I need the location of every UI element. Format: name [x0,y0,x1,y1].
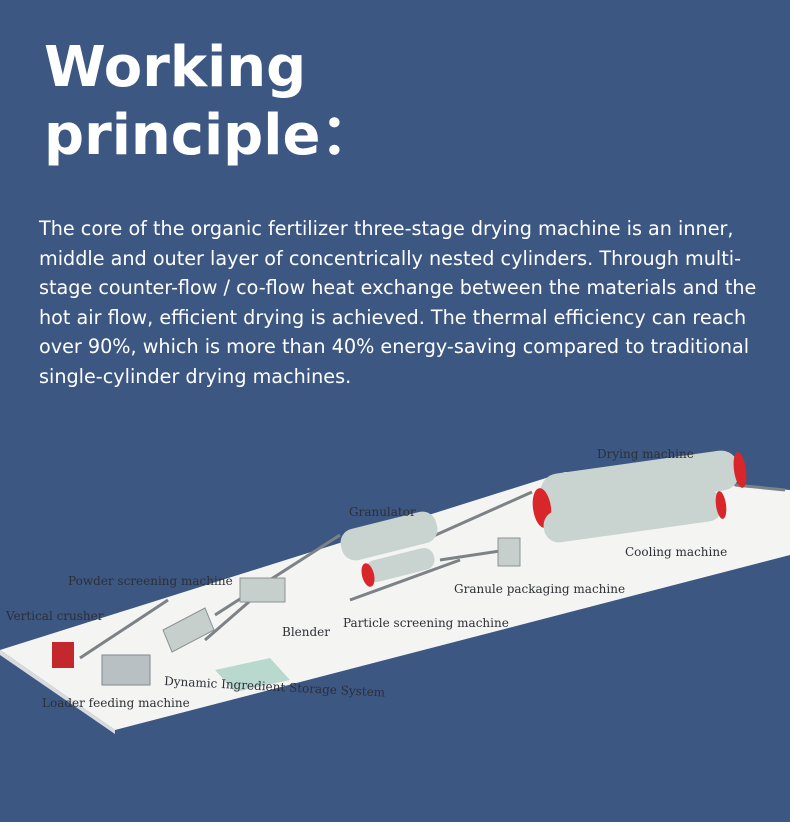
label-powder-screening: Powder screening machine [68,574,233,588]
label-loader-feeding: Loader feeding machine [42,696,190,710]
granule-packaging-machine [497,537,521,567]
conveyor-3 [214,533,341,617]
principle-description: The core of the organic fertilizer three… [39,217,757,388]
label-blender: Blender [282,625,330,639]
granulator [340,511,438,561]
blender [239,577,286,603]
label-vertical-crusher: Vertical crusher [5,609,104,623]
particle-screening-machine [365,547,435,583]
ingredient-storage-system [215,658,290,692]
conveyor-4 [419,490,533,544]
title-line-1: Working [44,35,307,100]
label-cooling-machine: Cooling machine [625,545,727,559]
vertical-crusher [52,642,74,668]
conveyor-1 [79,598,169,660]
cooling-machine-cylinder [543,489,723,543]
label-granule-packaging: Granule packaging machine [454,582,625,596]
label-drying-machine: Drying machine [597,447,694,461]
page-title: Working principle： [44,34,664,170]
drying-machine-cylinder [540,450,740,514]
label-particle-screening: Particle screening machine [343,616,509,630]
conveyor-6 [349,558,461,602]
title-line-2: principle： [44,103,377,168]
production-line-diagram: Drying machine Cooling machine Granulato… [0,447,790,734]
drying-machine-end-right [733,452,747,488]
conveyor-belts [79,483,786,660]
floor-edge [0,650,115,734]
cooling-machine-end [715,491,727,519]
label-granulator: Granulator [349,505,416,519]
powder-screening-machine [162,607,215,653]
particle-screening-end [361,563,375,587]
loader-feeding-machine [101,654,151,686]
